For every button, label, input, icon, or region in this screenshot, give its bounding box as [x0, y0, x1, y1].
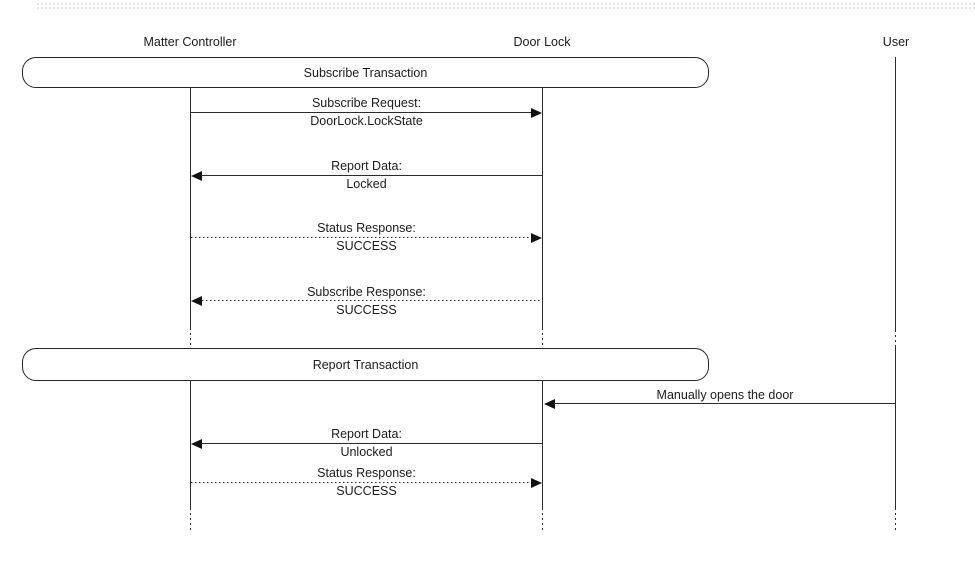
message-label-line2: SUCCESS: [336, 484, 397, 498]
message-line-dotted: [202, 300, 542, 302]
lifeline-segment-dotted: [542, 508, 544, 530]
arrowhead-right: [531, 108, 542, 118]
arrowhead-right: [531, 233, 542, 243]
message-label-line1: Report Data:: [331, 159, 402, 173]
frame-report-transaction: Report Transaction: [22, 348, 709, 381]
message-line-dotted: [191, 482, 532, 484]
message-line: [191, 112, 532, 114]
participant-label-door-lock: Door Lock: [513, 35, 571, 49]
lifeline-segment-solid: [190, 88, 192, 328]
message-label-line1: Status Response:: [317, 221, 416, 235]
frame-subscribe-transaction-label: Subscribe Transaction: [303, 65, 428, 80]
message-label-line2: DoorLock.LockState: [310, 114, 423, 128]
message-label-line2: Unlocked: [340, 445, 393, 459]
message-label-line1: Manually opens the door: [656, 388, 794, 402]
lifeline-segment-dotted: [542, 328, 544, 348]
frame-subscribe-transaction: Subscribe Transaction: [22, 57, 709, 88]
message-label-line2: SUCCESS: [336, 303, 397, 317]
lifeline-segment-solid: [190, 348, 192, 508]
arrowhead-right: [531, 478, 542, 488]
arrowhead-left: [544, 399, 555, 409]
arrowhead-left: [191, 171, 202, 181]
participant-label-matter-controller: Matter Controller: [143, 35, 237, 49]
lifeline-segment-solid: [542, 348, 544, 508]
lifeline-segment-dotted: [190, 508, 192, 530]
message-line-dotted: [191, 237, 532, 239]
lifeline-segment-solid: [895, 57, 897, 330]
lifeline-segment-dotted: [895, 508, 897, 530]
message-label-line1: Report Data:: [331, 427, 402, 441]
lifeline-segment-solid: [542, 88, 544, 328]
message-label-line2: Locked: [346, 177, 387, 191]
top-edge-halftone-band: [36, 2, 975, 10]
message-line: [201, 175, 542, 177]
message-label-line1: Subscribe Response:: [307, 285, 426, 299]
message-label-line2: SUCCESS: [336, 239, 397, 253]
arrowhead-left: [191, 296, 202, 306]
message-label-line1: Subscribe Request:: [311, 96, 422, 110]
message-line: [201, 443, 542, 445]
message-label-line1: Status Response:: [317, 466, 416, 480]
frame-report-transaction-label: Report Transaction: [312, 357, 419, 372]
message-line: [554, 403, 895, 405]
lifeline-segment-dotted: [895, 330, 897, 346]
arrowhead-left: [191, 439, 202, 449]
lifeline-segment-dotted: [190, 328, 192, 348]
lifeline-segment-solid: [895, 346, 897, 508]
participant-label-user: User: [882, 35, 910, 49]
